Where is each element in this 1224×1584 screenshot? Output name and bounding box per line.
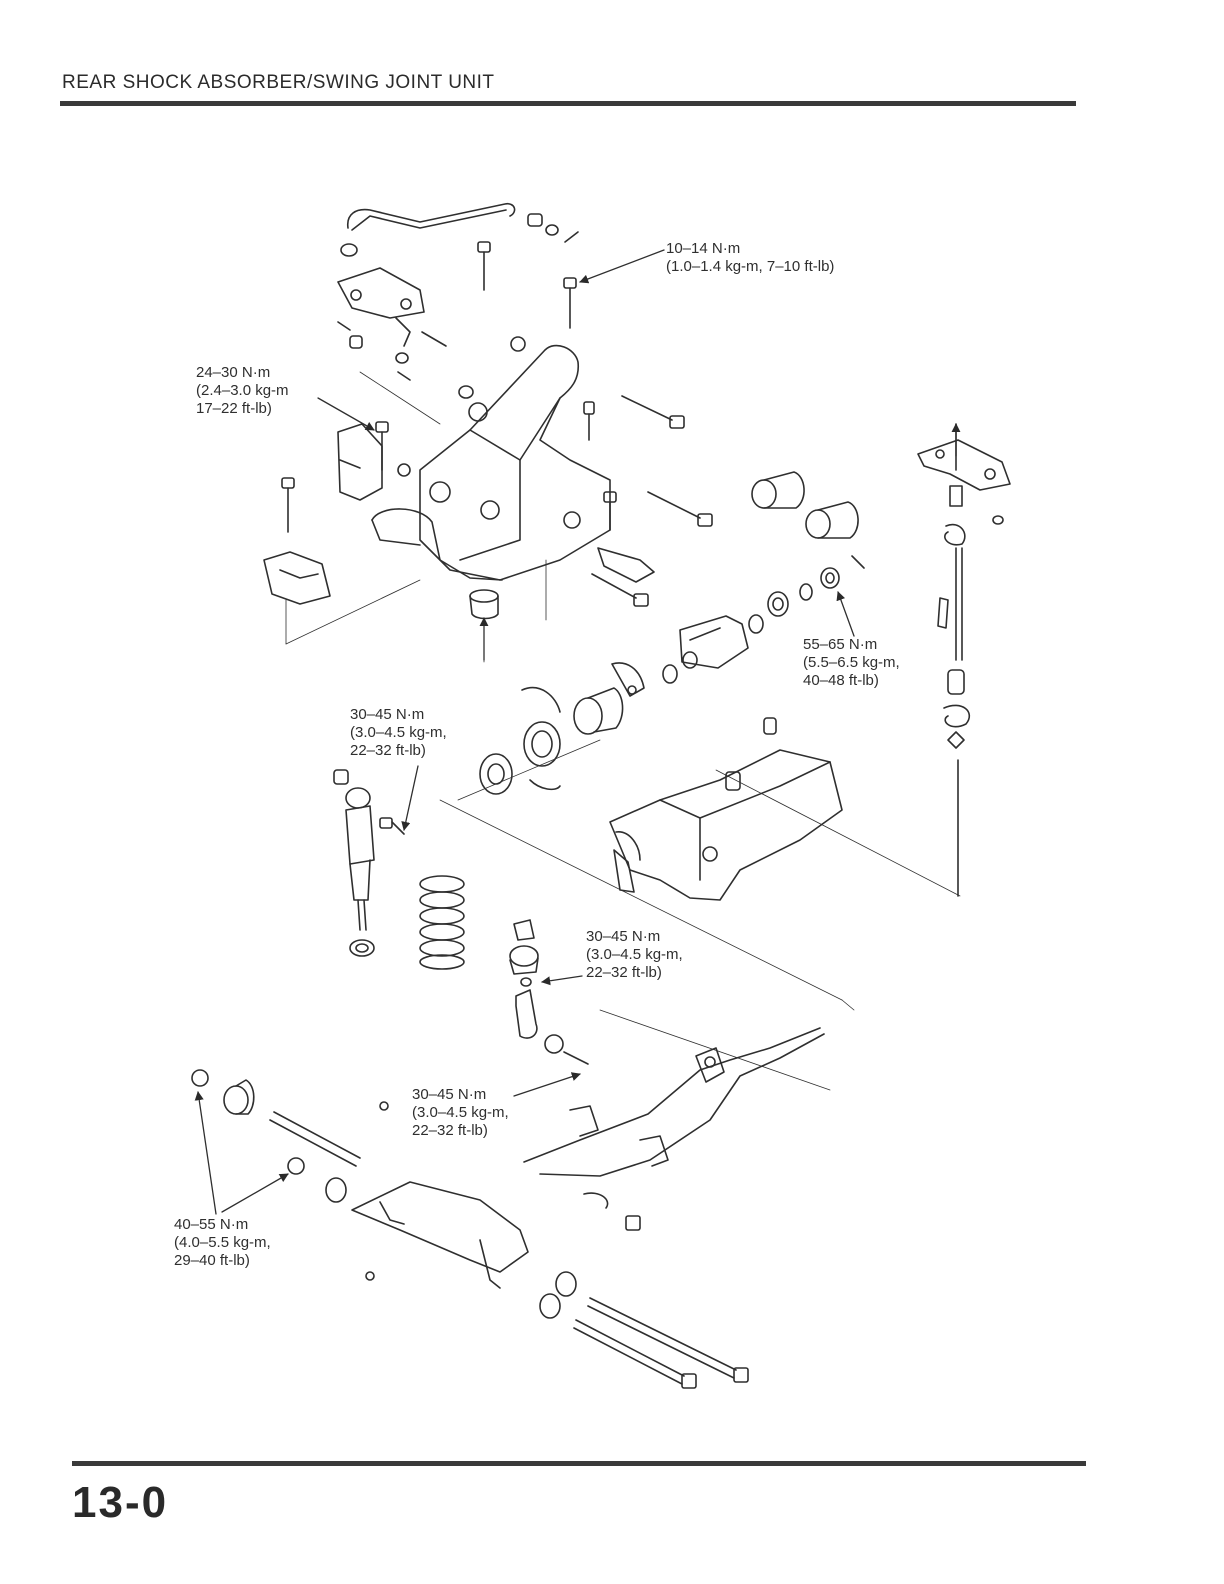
torque-conversion-ftlb: 22–32 ft-lb) xyxy=(412,1122,488,1139)
long-lower-bolts xyxy=(540,1272,748,1388)
upper-bolt xyxy=(478,242,576,328)
torque-callout-bearing-nut: 55–65 N·m (5.5–6.5 kg-m, 40–48 ft-lb) xyxy=(803,636,900,690)
torque-value: 10–14 N·m xyxy=(666,240,741,257)
torque-conversion-ftlb: 40–48 ft-lb) xyxy=(803,672,879,689)
top-nut xyxy=(341,214,578,256)
torque-callout-top-bolt: 10–14 N·m (1.0–1.4 kg-m, 7–10 ft-lb) xyxy=(666,240,834,276)
callout-leaders xyxy=(194,250,961,1214)
torque-callout-clamp-bolt: 24–30 N·m (2.4–3.0 kg-m 17–22 ft-lb) xyxy=(196,364,289,418)
torque-value: 55–65 N·m xyxy=(803,636,878,653)
torque-value: 40–55 N·m xyxy=(174,1216,249,1233)
torque-conversion-ftlb: 22–32 ft-lb) xyxy=(350,742,426,759)
left-clamp-bracket xyxy=(338,422,410,500)
torque-conversion-ftlb: 22–32 ft-lb) xyxy=(586,964,662,981)
rubber-dampers xyxy=(752,472,864,568)
torque-value: 30–45 N·m xyxy=(586,928,661,945)
torque-conversion: (3.0–4.5 kg-m, xyxy=(586,946,683,963)
housing-bushing xyxy=(470,590,498,619)
torque-callout-shock-upper: 30–45 N·m (3.0–4.5 kg-m, 22–32 ft-lb) xyxy=(350,706,447,760)
alignment-lines xyxy=(286,372,960,1090)
torque-conversion-ftlb: 17–22 ft-lb) xyxy=(196,400,272,417)
swing-joint-housing-lower xyxy=(610,718,842,900)
lower-mount-stack xyxy=(380,920,588,1110)
torque-conversion: (1.0–1.4 kg-m, 7–10 ft-lb) xyxy=(666,258,835,275)
bearing-stack xyxy=(612,568,839,696)
torque-value: 24–30 N·m xyxy=(196,364,271,381)
link-rod xyxy=(348,204,515,230)
seals-and-circlips xyxy=(480,688,623,794)
torque-conversion: (2.4–3.0 kg-m xyxy=(196,382,289,399)
torque-conversion: (3.0–4.5 kg-m, xyxy=(350,724,447,741)
header-rule xyxy=(60,101,1076,106)
footer-rule xyxy=(72,1461,1086,1466)
swing-arm xyxy=(524,1028,824,1230)
shift-linkage-bracket xyxy=(338,268,525,380)
torque-callout-shock-lower: 30–45 N·m (3.0–4.5 kg-m, 22–32 ft-lb) xyxy=(586,928,683,982)
torque-callout-swing-arm-bolt: 30–45 N·m (3.0–4.5 kg-m, 22–32 ft-lb) xyxy=(412,1086,509,1140)
pivot-hardware xyxy=(192,1070,528,1288)
torque-conversion: (5.5–6.5 kg-m, xyxy=(803,654,900,671)
page-number: 13-0 xyxy=(72,1478,169,1527)
torque-conversion-ftlb: 29–40 ft-lb) xyxy=(174,1252,250,1269)
shift-spindle-assembly xyxy=(918,424,1010,896)
left-bolt-and-clip xyxy=(264,478,330,604)
torque-value: 30–45 N·m xyxy=(412,1086,487,1103)
long-bolts xyxy=(584,396,712,606)
shock-spring xyxy=(420,876,464,969)
torque-value: 30–45 N·m xyxy=(350,706,425,723)
rear-shock-absorber xyxy=(334,770,404,956)
page-title: REAR SHOCK ABSORBER/SWING JOINT UNIT xyxy=(62,72,495,93)
torque-callout-pivot-nuts: 40–55 N·m (4.0–5.5 kg-m, 29–40 ft-lb) xyxy=(174,1216,271,1270)
swing-joint-housing-upper xyxy=(372,346,610,580)
torque-conversion: (3.0–4.5 kg-m, xyxy=(412,1104,509,1121)
torque-conversion: (4.0–5.5 kg-m, xyxy=(174,1234,271,1251)
